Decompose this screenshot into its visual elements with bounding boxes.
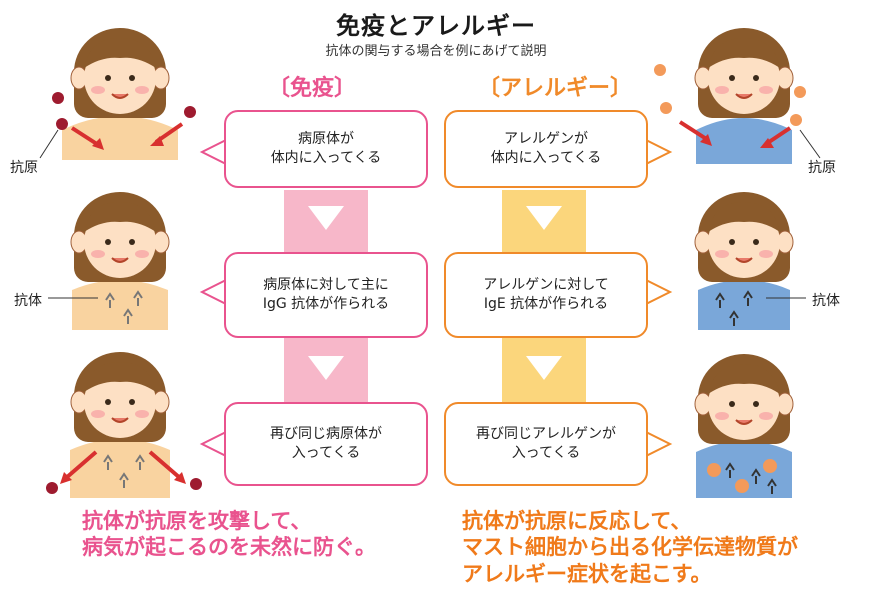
page-title: 免疫とアレルギー — [336, 12, 536, 40]
antigen-label-right: 抗原 — [808, 160, 836, 176]
allergy-step-2: アレルゲンに対して IgE 抗体が作られる — [444, 252, 648, 338]
allergy-summary: 抗体が抗原に反応して、 マスト細胞から出る化学伝達物質が アレルギー症状を起こす… — [462, 509, 798, 586]
down-arrow-icon — [526, 356, 562, 380]
person-immunity-2 — [48, 191, 170, 330]
person-allergy-3 — [694, 353, 794, 498]
person-immunity-1 — [39, 27, 196, 160]
page-subtitle: 抗体の関与する場合を例にあげて説明 — [325, 44, 547, 59]
person-allergy-1 — [654, 27, 821, 164]
person-immunity-3 — [46, 351, 202, 498]
down-arrow-icon — [308, 356, 344, 380]
allergy-heading: 〔アレルギー〕 — [478, 76, 633, 101]
allergy-step-1: アレルゲンが 体内に入ってくる — [444, 110, 648, 188]
immunity-step-3: 再び同じ病原体が 入ってくる — [224, 402, 428, 486]
antibody-label-left: 抗体 — [14, 293, 42, 309]
immunity-summary: 抗体が抗原を攻撃して、 病気が起こるのを未然に防ぐ。 — [82, 509, 376, 560]
down-arrow-icon — [526, 206, 562, 230]
antibody-label-right: 抗体 — [812, 293, 840, 309]
immunity-step-1: 病原体が 体内に入ってくる — [224, 110, 428, 188]
down-arrow-icon — [308, 206, 344, 230]
antigen-label-left: 抗原 — [10, 160, 38, 176]
immunity-heading: 〔免疫〕 — [268, 76, 357, 101]
immunity-step-2: 病原体に対して主に IgG 抗体が作られる — [224, 252, 428, 338]
person-allergy-2 — [694, 191, 806, 330]
allergy-step-3: 再び同じアレルゲンが 入ってくる — [444, 402, 648, 486]
